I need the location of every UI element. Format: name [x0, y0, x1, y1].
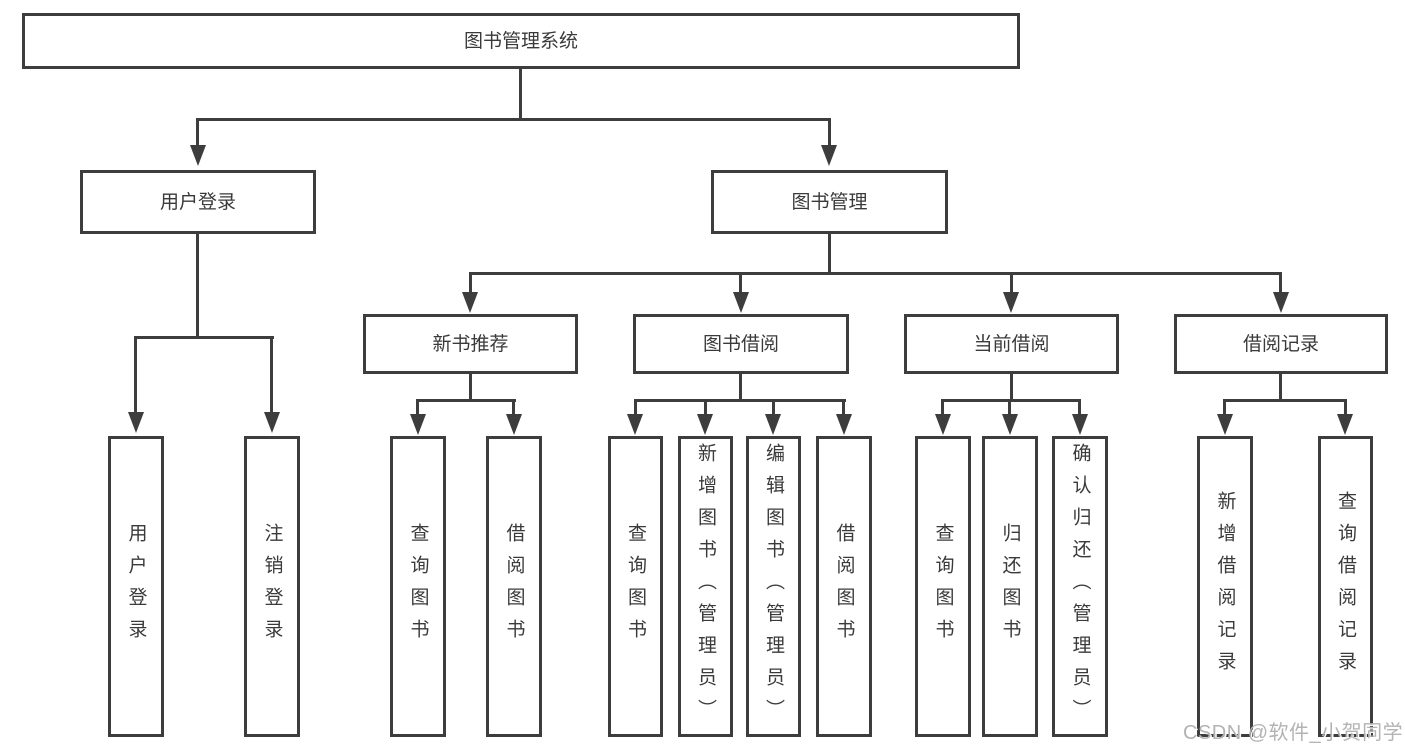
connector-user-login-stub — [196, 234, 199, 337]
connector-stem — [772, 399, 775, 416]
leaf-query-book: 查询图书 — [608, 436, 663, 737]
arrow-down-icon — [128, 412, 144, 433]
leaf-edit-book-admin: 编辑图书（管理员） — [746, 436, 801, 737]
connector-group1-stub — [739, 374, 742, 400]
connector-stem-book-management — [828, 118, 831, 148]
connector-group2-rail — [941, 399, 1081, 402]
node-borrow-record: 借阅记录 — [1174, 314, 1388, 374]
node-current-borrow: 当前借阅 — [904, 314, 1119, 374]
connector-root-stub — [519, 69, 522, 118]
connector-stem — [1344, 399, 1347, 416]
connector-group0-rail — [416, 399, 516, 402]
connector-group3-rail — [1223, 399, 1347, 402]
arrow-down-icon — [190, 145, 206, 166]
arrow-down-icon — [821, 145, 837, 166]
connector-stem — [416, 399, 419, 416]
connector-stem-book-borrow — [739, 272, 742, 294]
node-label: 当前借阅 — [973, 333, 1050, 355]
leaf-query-book: 查询图书 — [390, 436, 446, 737]
arrow-down-icon — [410, 414, 426, 435]
arrow-down-icon — [697, 414, 713, 435]
node-label: 图书借阅 — [702, 333, 779, 355]
arrow-down-icon — [506, 414, 522, 435]
connector-stem — [842, 399, 845, 416]
node-label: 查询图书 — [625, 522, 646, 651]
leaf-borrow-book: 借阅图书 — [486, 436, 542, 737]
leaf-return-book: 归还图书 — [982, 436, 1038, 737]
arrow-down-icon — [733, 292, 749, 313]
connector-group3-stub — [1279, 374, 1282, 400]
node-label: 用户登录 — [125, 522, 147, 651]
connector-group2-stub — [1010, 374, 1013, 400]
arrow-down-icon — [1072, 414, 1088, 435]
node-label: 借阅记录 — [1242, 333, 1319, 355]
leaf-add-book-admin: 新增图书（管理员） — [678, 436, 733, 737]
arrow-down-icon — [836, 414, 852, 435]
connector-user-login-rail — [134, 336, 274, 339]
arrow-down-icon — [1217, 414, 1233, 435]
connector-stem-new-book — [469, 272, 472, 294]
node-label: 查询图书 — [407, 522, 429, 651]
leaf-add-borrow-record: 新增借阅记录 — [1197, 436, 1253, 737]
leaf-confirm-return-admin: 确认归还（管理员） — [1052, 436, 1108, 737]
connector-stem — [704, 399, 707, 416]
leaf-user-login: 用户登录 — [108, 436, 164, 737]
connector-stem — [1008, 399, 1011, 416]
node-label: 新增图书（管理员） — [695, 442, 716, 731]
node-label: 查询借阅记录 — [1335, 490, 1356, 683]
arrow-down-icon — [1337, 414, 1353, 435]
connector-stem — [512, 399, 515, 416]
node-book-management: 图书管理 — [711, 170, 948, 234]
arrow-down-icon — [1273, 292, 1289, 313]
node-label: 借阅图书 — [833, 522, 855, 651]
arrow-down-icon — [264, 412, 280, 433]
connector-stem-leaf-logout — [270, 336, 273, 414]
connector-book-management-rail — [469, 272, 1282, 275]
connector-stem-current-borrow — [1010, 272, 1013, 294]
arrow-down-icon — [765, 414, 781, 435]
node-label: 图书管理系统 — [463, 30, 578, 52]
node-label: 借阅图书 — [503, 522, 525, 651]
connector-stem-user-login — [196, 118, 199, 148]
arrow-down-icon — [1003, 292, 1019, 313]
connector-stem — [1078, 399, 1081, 416]
connector-group1-rail — [634, 399, 846, 402]
connector-book-management-stub — [828, 234, 831, 275]
leaf-query-borrow-record: 查询借阅记录 — [1318, 436, 1373, 737]
arrow-down-icon — [1002, 414, 1018, 435]
node-label: 确认归还（管理员） — [1069, 442, 1091, 731]
node-label: 新增借阅记录 — [1214, 490, 1236, 683]
node-book-borrow: 图书借阅 — [633, 314, 849, 374]
connector-group0-stub — [469, 374, 472, 400]
leaf-borrow-book: 借阅图书 — [816, 436, 872, 737]
node-new-book-recommend: 新书推荐 — [363, 314, 578, 374]
leaf-logout: 注销登录 — [244, 436, 300, 737]
arrow-down-icon — [627, 414, 643, 435]
connector-stem — [1223, 399, 1226, 416]
connector-stem — [634, 399, 637, 416]
node-label: 编辑图书（管理员） — [763, 442, 784, 731]
node-label: 用户登录 — [159, 191, 236, 213]
node-label: 注销登录 — [261, 522, 283, 651]
connector-stem — [941, 399, 944, 416]
node-library-management-system: 图书管理系统 — [22, 13, 1020, 69]
connector-root-rail — [196, 118, 831, 121]
connector-stem-borrow-record — [1279, 272, 1282, 294]
arrow-down-icon — [462, 292, 478, 313]
connector-stem-leaf-user-login — [134, 336, 137, 414]
arrow-down-icon — [935, 414, 951, 435]
node-label: 归还图书 — [999, 522, 1021, 651]
node-label: 新书推荐 — [432, 333, 509, 355]
node-user-login: 用户登录 — [80, 170, 316, 234]
node-label: 查询图书 — [932, 522, 954, 651]
node-label: 图书管理 — [791, 191, 868, 213]
csdn-watermark: CSDN @软件_小贺同学 — [1183, 722, 1404, 744]
leaf-query-book: 查询图书 — [915, 436, 971, 737]
